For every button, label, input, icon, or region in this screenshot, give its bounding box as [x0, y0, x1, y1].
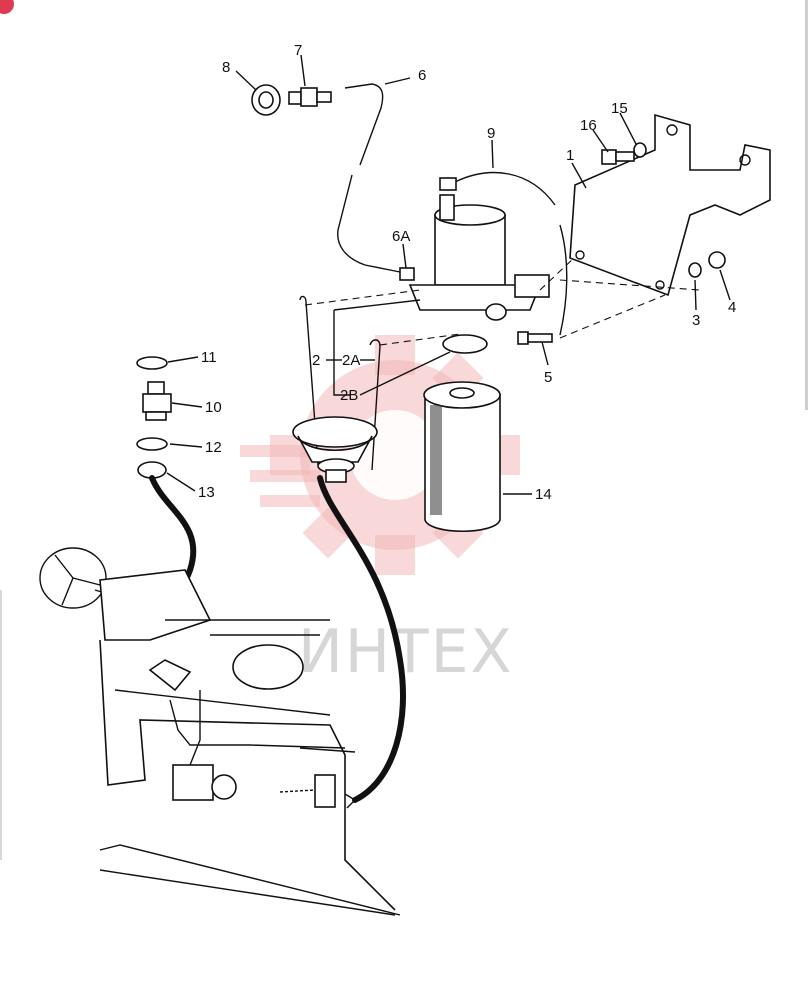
switch-10	[142, 381, 172, 421]
callout-5: 5	[544, 369, 552, 386]
lockwasher-3	[688, 262, 702, 278]
assembly-line-1	[304, 289, 421, 306]
callout-3: 3	[692, 312, 700, 329]
callout-12: 12	[205, 439, 222, 456]
callout-2A: 2A	[342, 352, 360, 369]
callout-2B: 2B	[340, 387, 358, 404]
watermark-text: ИНТЕХ	[298, 617, 514, 687]
callout-2: 2	[312, 352, 320, 369]
callout-15: 15	[611, 100, 628, 117]
mounting-bracket	[569, 113, 771, 297]
adapter-8	[251, 84, 281, 116]
scrollbar-edge	[805, 0, 808, 410]
callout-13: 13	[198, 484, 215, 501]
washer-15	[633, 142, 647, 158]
assembly-line-3	[539, 256, 576, 291]
callout-11: 11	[201, 349, 217, 366]
harness-right	[317, 475, 406, 803]
callout-1: 1	[566, 147, 574, 164]
filter-element	[423, 381, 501, 533]
nut-4	[708, 251, 726, 269]
bolt-5	[517, 331, 553, 345]
tractor-cab-sketch	[39, 547, 401, 916]
elbow-6A	[399, 267, 415, 281]
callout-6A: 6A	[392, 228, 410, 245]
assembly-line-4	[559, 294, 666, 339]
filter-head	[408, 194, 550, 321]
tube-9-fitting	[439, 177, 457, 191]
callout-8: 8	[222, 59, 230, 76]
fitting-7	[288, 87, 332, 107]
filter-bowl	[292, 416, 378, 483]
gasket-2B	[442, 334, 488, 354]
callout-9: 9	[487, 125, 495, 142]
callout-14: 14	[535, 486, 552, 503]
tube-9	[454, 171, 556, 206]
ring-12	[136, 437, 168, 451]
bolt-16	[601, 149, 635, 165]
hose-6	[344, 83, 384, 166]
harness-arrow	[344, 793, 356, 809]
left-edge-line	[0, 590, 2, 860]
hose-6-lower	[337, 174, 401, 273]
retainer-rod-right	[369, 339, 381, 471]
callout-6: 6	[418, 67, 426, 84]
o-ring-11	[136, 356, 168, 370]
callout-4: 4	[728, 299, 736, 316]
callout-10: 10	[205, 399, 222, 416]
callout-16: 16	[580, 117, 597, 134]
corner-badge	[0, 0, 14, 14]
retainer-rod-left	[299, 295, 319, 466]
leader-lines	[166, 54, 731, 495]
callout-7: 7	[294, 42, 302, 59]
assembly-line-2	[379, 333, 461, 346]
